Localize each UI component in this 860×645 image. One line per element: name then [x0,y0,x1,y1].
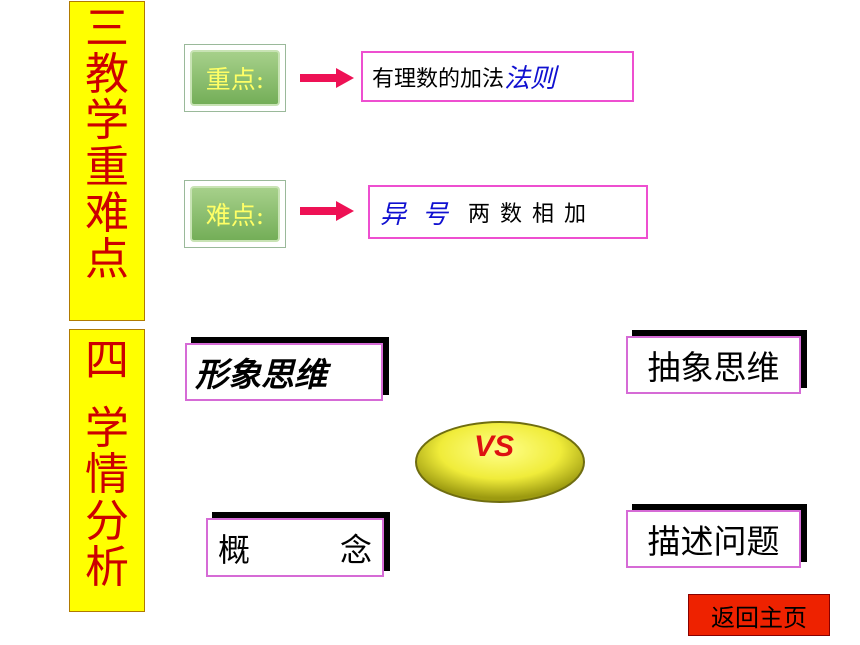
imagery-thinking-label: 形象思维 [195,355,327,394]
describe-problem-label: 描述问题 [647,522,780,561]
imagery-thinking-box[interactable]: 形象思维 [185,343,383,401]
section4-char: 学 [85,403,129,455]
section4-char: 分 [85,495,129,547]
difficulty-text: 异号两数相加 [368,185,648,239]
concept-label-right: 念 [339,530,372,569]
section4-char: 析 [85,541,129,593]
abstract-thinking-box[interactable]: 抽象思维 [626,336,801,394]
section3-char: 重 [85,141,129,193]
vs-label: VS [474,430,514,463]
difficulty-text-plain: 两数相加 [468,202,597,227]
abstract-thinking-label: 抽象思维 [647,348,780,387]
arrow-right-icon [300,68,354,88]
section3-char: 三 [85,3,129,54]
key-point-text-plain: 有理数的加法 [372,66,505,92]
key-point-tag-label: 重点: [190,50,280,106]
concept-box[interactable]: 概 念 [206,518,384,577]
vs-ellipse: VS [415,421,585,503]
key-point-text-emph: 法则 [504,64,557,94]
arrow-right-icon [300,201,354,221]
section4-number: 四 [85,335,129,386]
section3-char: 教 [85,49,129,101]
section3-char: 点 [85,233,129,285]
section3-char: 难 [85,187,129,239]
describe-problem-box[interactable]: 描述问题 [626,510,801,568]
difficulty-tag[interactable]: 难点: [184,180,286,248]
difficulty-text-emph: 异号 [380,199,465,230]
return-home-button[interactable]: 返回主页 [688,594,830,636]
difficulty-tag-label: 难点: [190,186,280,242]
section3-title-box: 三 教 学 重 难 点 [69,1,145,321]
section4-title-box: 四 学 情 分 析 [69,329,145,612]
section3-char: 学 [85,95,129,147]
concept-label-left: 概 [218,530,251,569]
section4-char: 情 [85,449,129,501]
key-point-tag[interactable]: 重点: [184,44,286,112]
key-point-text: 有理数的加法法则 [361,51,634,102]
